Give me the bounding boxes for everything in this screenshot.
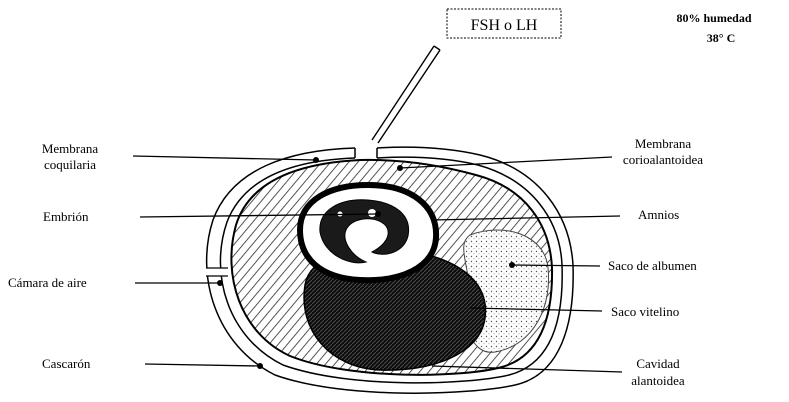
label-saco-de-albumen: Saco de albumen bbox=[608, 258, 697, 273]
label-cavidad-alantoidea-1: Cavidad bbox=[636, 356, 680, 371]
label-membrana-corioalantoidea-1: Membrana bbox=[635, 136, 692, 151]
leader-cascaron bbox=[145, 364, 260, 366]
label-membrana-coquilaria-2: coquilaria bbox=[44, 157, 96, 172]
label-membrana-corioalantoidea-2: corioalantoidea bbox=[623, 152, 703, 167]
label-embrion: Embrión bbox=[43, 209, 89, 224]
hormone-box: FSH o LH bbox=[447, 9, 561, 38]
label-cavidad-alantoidea-2: alantoidea bbox=[631, 373, 685, 388]
label-membrana-coquilaria-1: Membrana bbox=[42, 141, 99, 156]
temperature-label: 38° C bbox=[707, 31, 735, 45]
hormone-label: FSH o LH bbox=[471, 17, 538, 34]
label-amnios: Amnios bbox=[638, 207, 679, 222]
humidity-label: 80% humedad bbox=[676, 11, 751, 25]
label-camara-de-aire: Cámara de aire bbox=[8, 275, 87, 290]
label-cascaron: Cascarón bbox=[42, 356, 91, 371]
needle bbox=[372, 46, 440, 143]
label-saco-vitelino: Saco vitelino bbox=[611, 304, 679, 319]
